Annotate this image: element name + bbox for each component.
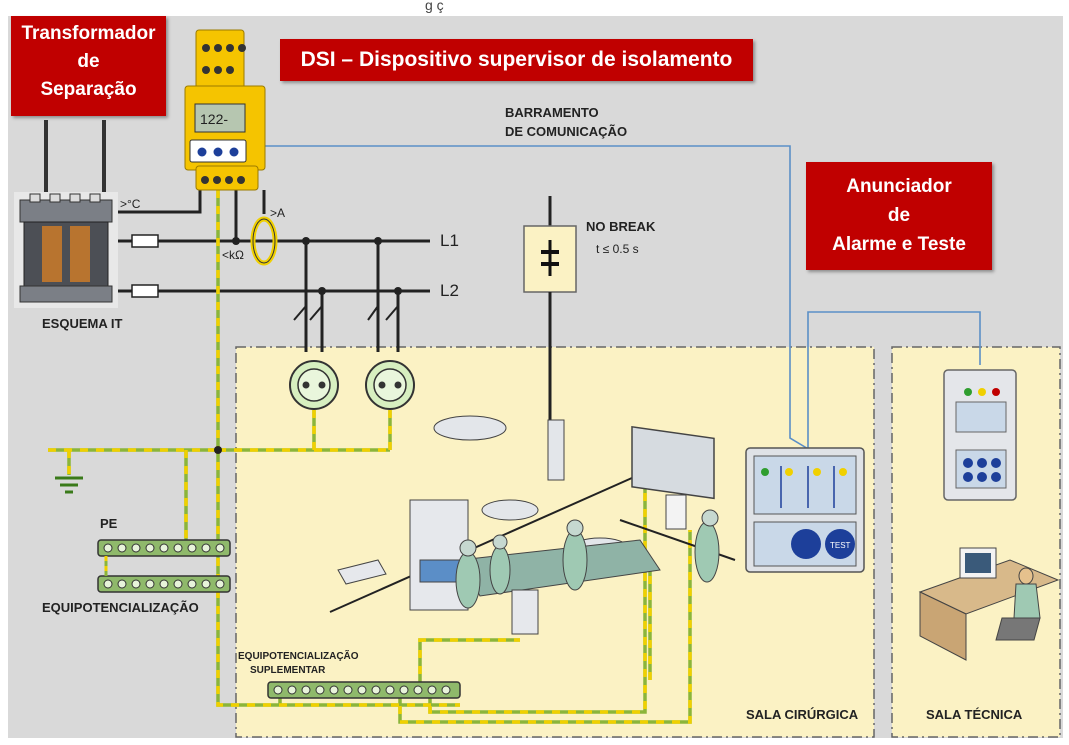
fuse-l2 [131,284,159,298]
annunciator-title: Anunciador de Alarme e Teste [806,162,992,270]
breakers [293,305,399,321]
pe-busbar [97,539,231,557]
dsi-display [194,103,246,133]
annunciator-panel [745,447,865,573]
sala-cirurgica-label: SALA CIRÚRGICA [746,707,859,722]
dsi-device [184,29,266,191]
l2-label: L2 [440,281,459,300]
bus-label-line-2: DE COMUNICAÇÃO [505,124,628,139]
technical-room-workstation [918,547,1060,661]
annunciator-title-line1: Anunciador [846,176,952,197]
no-break-label: NO BREAK [586,219,656,234]
socket-outlet-1 [289,360,339,410]
ohm-label: <kΩ [222,248,244,262]
test-button-label: TEST [830,541,851,550]
communication-bus [265,145,981,451]
socket-outlet-2 [365,360,415,410]
bus-label: BARRAMENTO DE COMUNICAÇÃO [505,103,627,141]
transformer-title-line2: de [77,51,100,72]
no-break-time-label: t ≤ 0.5 s [596,242,639,256]
branch-circuits [304,241,400,352]
fuse-l1 [131,234,159,248]
dsi-display-value: 122- [200,111,228,127]
equipot-sup-line-1: EQUIPOTENCIALIZAÇÃO [238,651,359,662]
bus-label-line-1: BARRAMENTO [505,105,599,120]
esquema-it-label: ESQUEMA IT [42,316,123,331]
temp-label: >°C [120,197,141,211]
l1-label: L1 [440,231,459,250]
equipot-label: EQUIPOTENCIALIZAÇÃO [42,600,199,615]
equipot-sup-label: EQUIPOTENCIALIZAÇÃO SUPLEMENTAR [238,650,359,678]
transformer-title-line1: Transformador [21,23,156,44]
surgical-equipment [329,415,736,635]
protective-earth-lines [48,190,692,724]
annunciator-title-line2: de [887,205,911,226]
supplementary-busbar [267,681,461,699]
ground-symbol [55,476,83,494]
dsi-title: DSI – Dispositivo supervisor de isolamen… [280,39,753,81]
isolation-transformer-image [14,192,118,308]
sala-tecnica-label: SALA TÉCNICA [926,707,1023,722]
top-caption-fragment: g ç [425,0,444,13]
equipotential-busbar [97,575,231,593]
amp-label: >A [270,206,286,220]
no-break-unit [523,196,577,425]
dsi-wiring [112,190,266,240]
equipot-sup-line-2: SUPLEMENTAR [250,665,326,676]
pe-label: PE [100,516,118,531]
dsi-title-text: DSI – Dispositivo supervisor de isolamen… [300,48,733,71]
transformer-title: Transformador de Separação [11,16,166,116]
annunciator-title-line3: Alarme e Teste [832,234,966,255]
transformer-wires [44,120,106,195]
transformer-title-line3: Separação [40,79,137,100]
remote-annunciator [943,369,1017,501]
